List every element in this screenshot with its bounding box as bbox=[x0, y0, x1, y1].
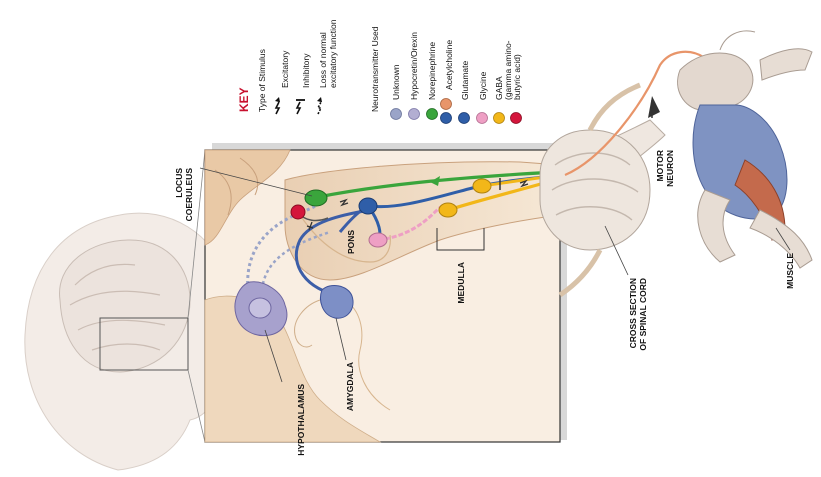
label-amygdala: AMYGDALA bbox=[345, 362, 355, 411]
stimulus-excitatory-label: Excitatory bbox=[280, 50, 290, 88]
locus-coeruleus-leader bbox=[199, 167, 313, 197]
nt-norepinephrine-label: Norepinephrine bbox=[427, 42, 437, 100]
nt-glutamate-label: Glutamate bbox=[460, 61, 470, 100]
head-illustration bbox=[24, 149, 233, 471]
nt-gaba-label: GABA bbox=[494, 76, 504, 100]
label-motor-neuron-line1: MOTOR bbox=[655, 150, 665, 181]
key-legend: KEY Type of Stimulus Excitatory Inhibito… bbox=[237, 19, 522, 124]
zoom-box bbox=[99, 317, 189, 371]
loss-of-excitatory-icon bbox=[316, 97, 323, 115]
gaba-medulla-nucleus bbox=[438, 202, 458, 218]
swatch-acetylcholine-alt bbox=[440, 112, 452, 124]
label-locus-coeruleus-line2: COERULEUS bbox=[184, 168, 194, 222]
glycine-nucleus bbox=[368, 232, 388, 248]
hypocretin-pathway bbox=[246, 198, 331, 291]
glycine-pathway bbox=[377, 204, 450, 242]
spinal-cord-section bbox=[539, 129, 651, 251]
label-muscle: MUSCLE bbox=[785, 253, 795, 289]
medulla-bracket bbox=[436, 228, 485, 251]
pathway-markers bbox=[306, 178, 529, 231]
norepinephrine-pathway bbox=[317, 170, 556, 199]
swatch-unknown bbox=[390, 108, 402, 120]
stimulus-inhibitory-label: Inhibitory bbox=[301, 53, 311, 88]
label-cross-section-line1: CROSS SECTION bbox=[628, 278, 638, 348]
nt-hypocretin-label: Hypocretin/Orexin bbox=[409, 32, 419, 100]
label-pons: PONS bbox=[346, 230, 356, 254]
nt-gaba-label-line2: (gamma amino- bbox=[503, 40, 513, 100]
swatch-gaba bbox=[493, 112, 505, 124]
stimulus-heading: Type of Stimulus bbox=[257, 49, 267, 112]
swatch-norepinephrine bbox=[426, 108, 438, 120]
swatch-gaba-alt bbox=[510, 112, 522, 124]
amygdala-region bbox=[320, 284, 354, 319]
sleeping-figure-illustration bbox=[677, 30, 813, 269]
glutamate-nucleus bbox=[358, 197, 378, 215]
neurotransmitter-heading: Neurotransmitter Used bbox=[370, 26, 380, 112]
gaba-nucleus bbox=[290, 204, 306, 220]
inhibitory-arrow-icon bbox=[295, 99, 305, 115]
nt-gaba-label-line3: butyric acid) bbox=[512, 54, 522, 100]
nt-acetylcholine-label: Acetylcholine bbox=[444, 40, 454, 90]
label-medulla: MEDULLA bbox=[456, 262, 466, 304]
swatch-acetylcholine bbox=[440, 98, 452, 110]
amygdala-leader bbox=[335, 317, 347, 361]
gaba-upper-nucleus bbox=[472, 178, 492, 194]
structure-labels: LOCUS COERULEUS PONS MEDULLA HYPOTHALAMU… bbox=[174, 150, 795, 456]
excitatory-arrow-icon bbox=[274, 97, 281, 115]
swatch-glutamate bbox=[458, 112, 470, 124]
muscle-leader bbox=[775, 227, 791, 251]
swatch-hypocretin bbox=[408, 108, 420, 120]
nt-unknown-label: Unknown bbox=[391, 64, 401, 100]
spinal-cord-illustration bbox=[539, 82, 666, 298]
swatch-glycine bbox=[476, 112, 488, 124]
stimulus-loss-label-line1: Loss of normal bbox=[318, 32, 328, 88]
cross-section-leader bbox=[604, 225, 629, 276]
key-title: KEY bbox=[237, 87, 251, 112]
nt-glycine-label: Glycine bbox=[478, 71, 488, 100]
label-locus-coeruleus-line1: LOCUS bbox=[174, 168, 184, 198]
hypothalamus-leader bbox=[264, 329, 283, 383]
label-hypothalamus: HYPOTHALAMUS bbox=[296, 384, 306, 456]
label-cross-section-line2: OF SPINAL CORD bbox=[638, 278, 648, 351]
locus-coeruleus-nucleus bbox=[304, 189, 328, 207]
nuclei bbox=[234, 178, 492, 348]
label-motor-neuron-line2: NEURON bbox=[665, 150, 675, 187]
stimulus-loss-label-line2: excitatory function bbox=[328, 19, 338, 88]
